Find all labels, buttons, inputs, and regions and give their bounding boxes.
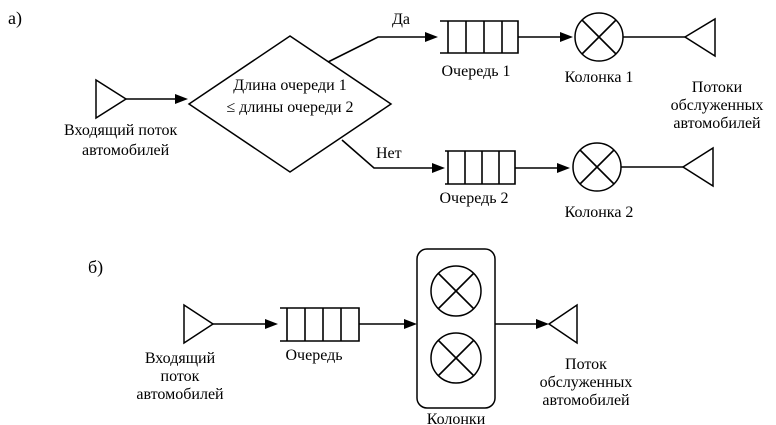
sink-label-line1: Потоки xyxy=(692,79,743,96)
arrowhead-queue1-to-pump1 xyxy=(560,32,573,42)
sink-triangle-1 xyxy=(683,17,716,58)
queue-b-label: Очередь xyxy=(285,347,342,364)
arrowhead-yes-branch xyxy=(425,32,438,42)
pump-b-1 xyxy=(430,265,482,317)
queue-2-label: Очередь 2 xyxy=(439,190,508,207)
sink-triangle-2 xyxy=(681,146,714,188)
arrowhead-pumps-to-sink xyxy=(536,319,549,329)
decision-diamond xyxy=(187,35,393,173)
no-label: Нет xyxy=(376,145,402,162)
source-label-a-line2: автомобилей xyxy=(82,142,170,159)
pump-2 xyxy=(572,142,622,192)
arrowhead-source-to-queue xyxy=(265,319,278,329)
panel-label-b: б) xyxy=(88,257,103,278)
arrow-no-branch xyxy=(341,139,435,169)
source-triangle-a xyxy=(95,78,128,120)
decision-label-line1: Длина очереди 1 xyxy=(233,77,346,94)
diagram-a: а) Входящий поток автомобилей Длина очер… xyxy=(8,8,763,221)
sink-b-label-line3: автомобилей xyxy=(542,392,630,409)
sink-b-label-line1: Поток xyxy=(565,356,607,373)
pumps-label: Колонки xyxy=(427,411,486,425)
panel-label-a: а) xyxy=(8,8,22,29)
queue-1-label: Очередь 1 xyxy=(441,63,510,80)
source-label-b-line3: автомобилей xyxy=(136,386,224,403)
arrowhead-queue2-to-pump2 xyxy=(557,163,570,173)
sink-label-line2: обслуженных xyxy=(671,97,764,114)
yes-label: Да xyxy=(392,11,410,28)
arrow-yes-branch xyxy=(327,36,428,63)
decision-label-line2: ≤ длины очереди 2 xyxy=(226,99,353,116)
source-label-b-line1: Входящий xyxy=(145,350,216,367)
diagram-b: б) Входящий поток автомобилей Очередь xyxy=(88,248,633,425)
pump-b-2 xyxy=(430,332,482,384)
arrowhead-source-to-decision xyxy=(175,94,188,104)
queue-2 xyxy=(445,150,516,185)
sink-b-label-line2: обслуженных xyxy=(540,374,633,391)
source-label-b-line2: поток xyxy=(161,368,200,385)
pump-2-label: Колонка 2 xyxy=(565,204,634,221)
sink-label-line3: автомобилей xyxy=(673,115,761,132)
pump-1-label: Колонка 1 xyxy=(565,69,634,86)
arrowhead-queue-to-pumps xyxy=(404,319,417,329)
arrowhead-no-branch xyxy=(432,163,445,173)
queue-b xyxy=(280,307,360,342)
queue-1 xyxy=(440,20,519,54)
sink-triangle-b xyxy=(547,303,578,345)
source-label-a-line1: Входящий поток xyxy=(64,122,177,139)
source-triangle-b xyxy=(183,303,215,345)
pump-1 xyxy=(574,12,624,62)
